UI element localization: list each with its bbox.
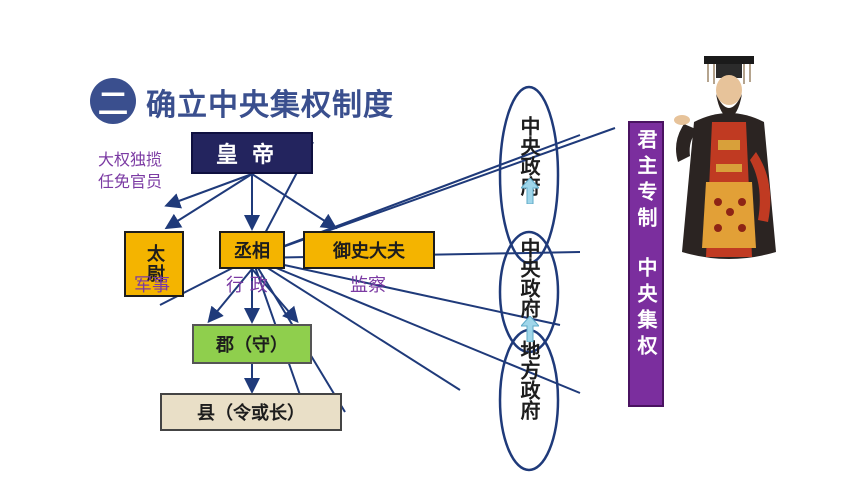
up-arrow-icon [521, 178, 539, 204]
taiwei-box: 太尉 [124, 231, 184, 297]
line-4 [251, 257, 561, 326]
function-supervision: 监察 [350, 275, 386, 296]
taiwei-label: 太尉 [144, 244, 165, 284]
arrow-emperor-taiwei-2 [164, 173, 253, 230]
panel-text-2: 中央集权 [634, 257, 658, 361]
ellipse-central-2 [498, 230, 560, 354]
page-title: 确立中央集权制度 [146, 88, 394, 123]
chengxiang-box: 丞相 [219, 231, 285, 269]
xian-box: 县（令或长） [160, 393, 342, 431]
function-military: 军事 [134, 275, 170, 296]
up-arrow-icon [521, 316, 539, 342]
line-5 [251, 257, 581, 394]
emperor-portrait-icon [674, 56, 776, 259]
section-number-badge: 二 [90, 78, 136, 124]
arrow-chengxiang-jun-2 [207, 268, 253, 324]
panel-text-1: 君主专制 [634, 129, 658, 233]
function-administration: 行 政 [226, 275, 268, 296]
emperor-power-2: 任免官员 [98, 172, 163, 191]
central-government-label-2: 中央政府 [517, 238, 541, 318]
arrow-emperor-yushi [251, 173, 338, 230]
line-6 [251, 257, 461, 391]
system-panel: 君主专制 中央集权 [628, 121, 664, 407]
emperor-power-1: 大权独揽 [98, 150, 163, 169]
arrow-emperor-taiwei [164, 173, 253, 209]
local-government-label: 地方政府 [517, 340, 541, 420]
emperor-box: 皇帝 [191, 132, 313, 174]
ellipse-central-1 [498, 85, 560, 265]
jun-box: 郡（守） [192, 324, 312, 364]
yushi-box: 御史大夫 [303, 231, 435, 269]
